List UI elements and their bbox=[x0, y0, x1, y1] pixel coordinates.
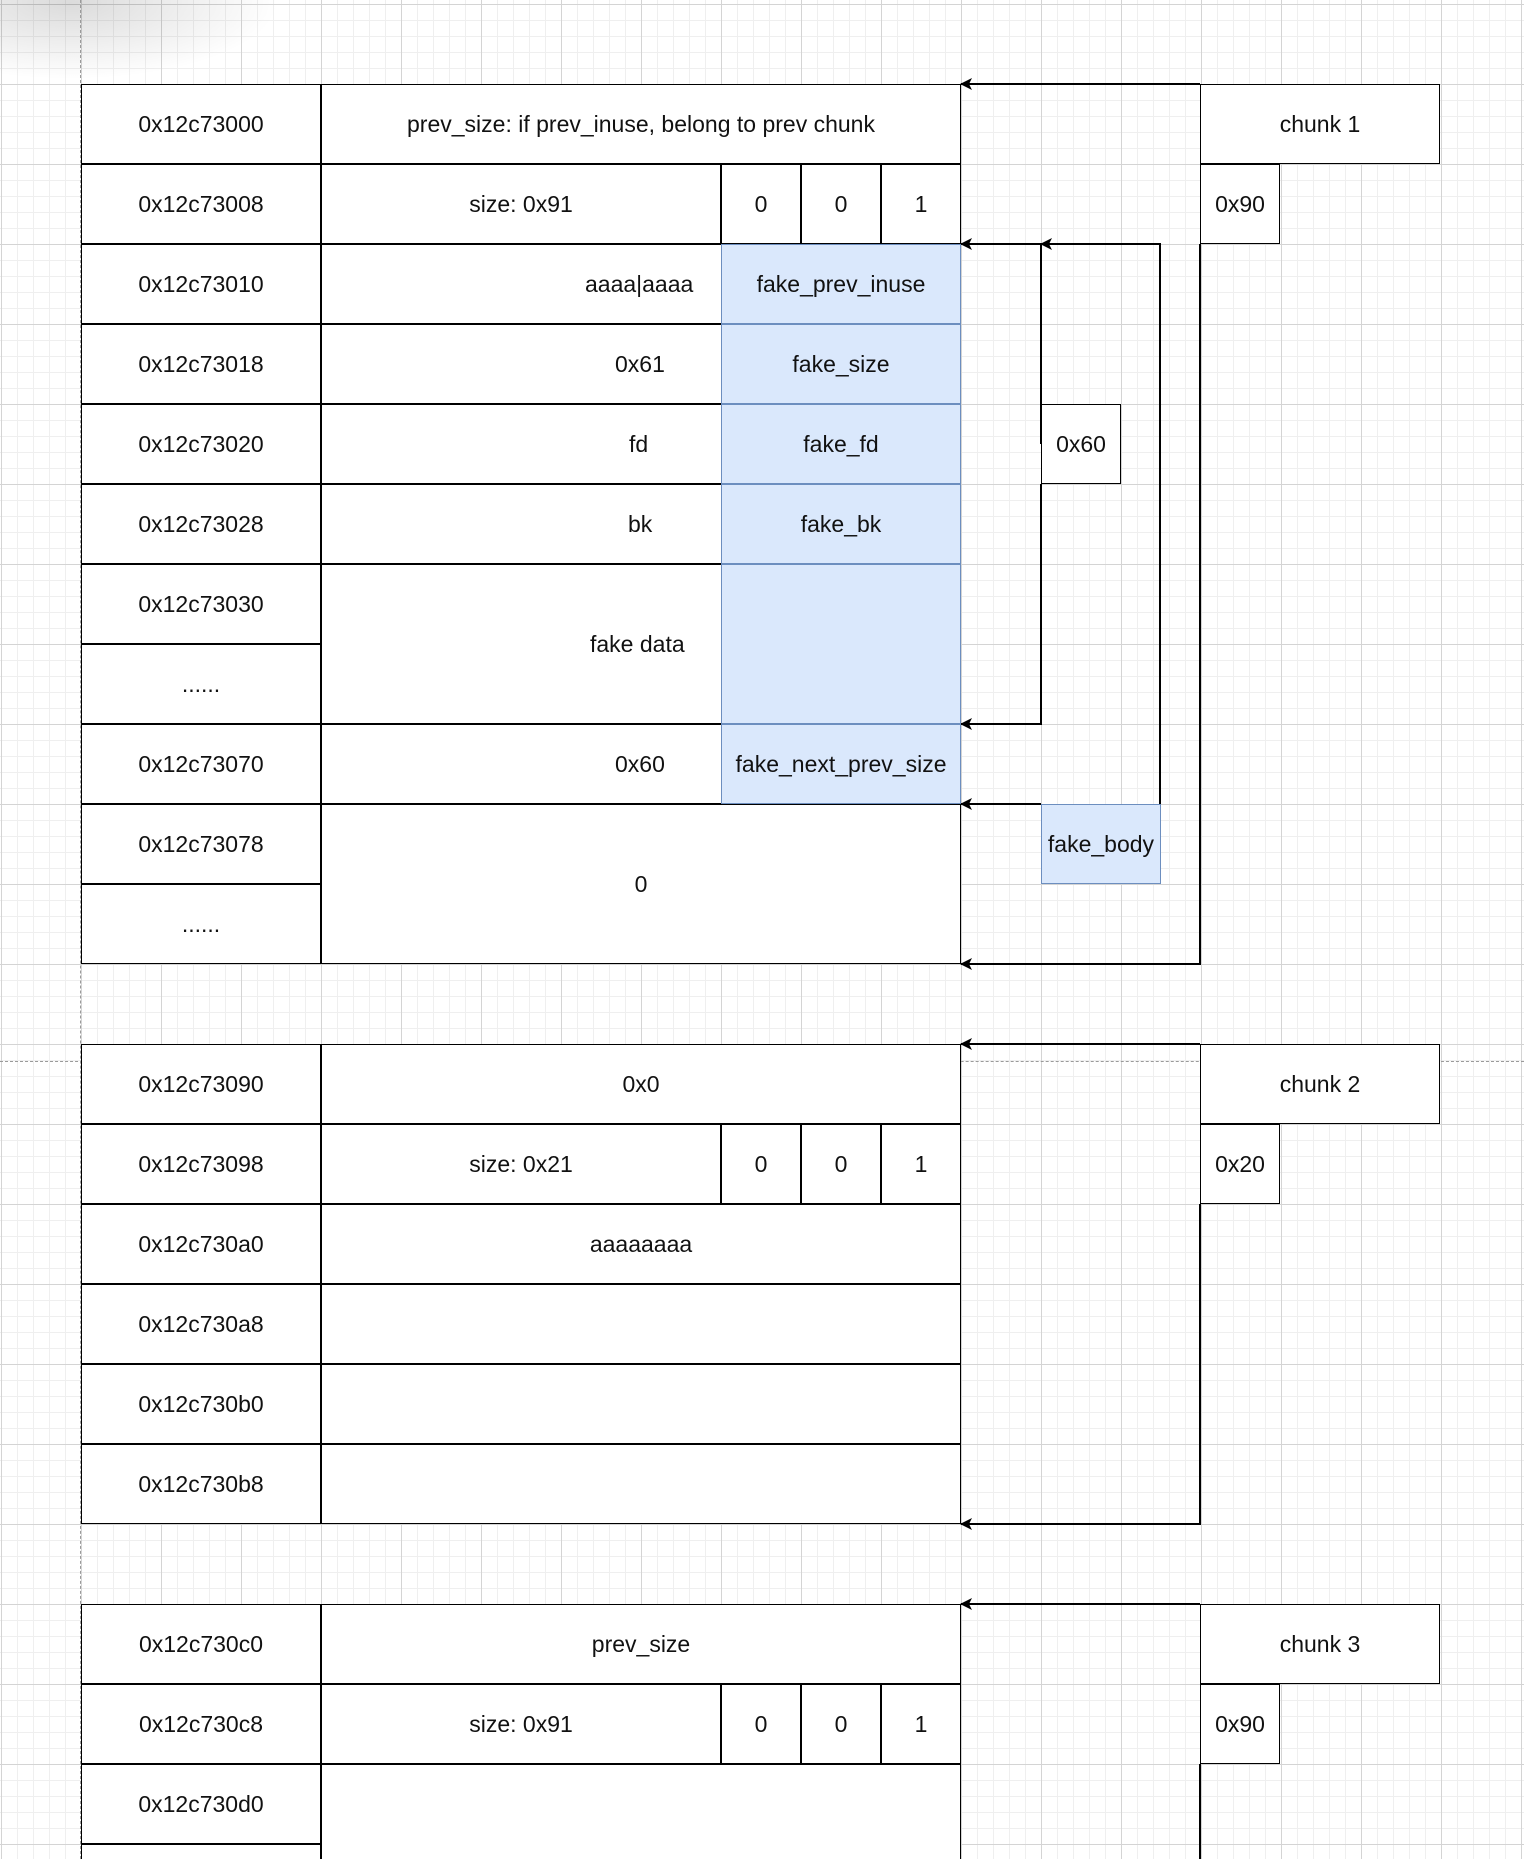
address-ellipsis-cell: ...... bbox=[81, 644, 321, 724]
address-cell: 0x12c730b8 bbox=[81, 1444, 321, 1524]
address-ellipsis-cell: ...... bbox=[81, 884, 321, 964]
data-cell: aaaaaaaa bbox=[321, 1204, 961, 1284]
guide-line-vertical bbox=[80, 0, 81, 1859]
chunk3-size-hint: 0x90 bbox=[1200, 1684, 1280, 1764]
prev-size-cell: prev_size bbox=[321, 1604, 961, 1684]
chunk3-label: chunk 3 bbox=[1200, 1604, 1440, 1684]
data-cell bbox=[321, 1364, 961, 1444]
data-cell-text: aaaa|aaaa bbox=[585, 270, 694, 297]
fake-data-region bbox=[721, 564, 961, 724]
size-cell: size: 0x91 bbox=[321, 164, 721, 244]
flag-cell: 0 bbox=[721, 164, 801, 244]
address-cell: 0x12c730a8 bbox=[81, 1284, 321, 1364]
fake-body-label: fake_body bbox=[1041, 804, 1161, 884]
address-cell: 0x12c73010 bbox=[81, 244, 321, 324]
address-cell: 0x12c73070 bbox=[81, 724, 321, 804]
address-cell: 0x12c73098 bbox=[81, 1124, 321, 1204]
flag-cell: 0 bbox=[801, 1124, 881, 1204]
address-cell: 0x12c73018 bbox=[81, 324, 321, 404]
address-cell: 0x12c73008 bbox=[81, 164, 321, 244]
flag-cell: 0 bbox=[801, 164, 881, 244]
chunk2-end-arrow bbox=[960, 1204, 1201, 1530]
chunk1-end-arrow bbox=[960, 244, 1201, 970]
flag-cell: 1 bbox=[881, 164, 961, 244]
address-cell: 0x12c73030 bbox=[81, 564, 321, 644]
size-cell: size: 0x21 bbox=[321, 1124, 721, 1204]
fake-size-cell: fake_size bbox=[721, 324, 961, 404]
chunk2-label: chunk 2 bbox=[1200, 1044, 1440, 1124]
fake-chunk-end-arrow bbox=[960, 484, 1042, 730]
fake-next-prev-size-cell: fake_next_prev_size bbox=[721, 724, 961, 804]
fake-chunk-size-label: 0x60 bbox=[1041, 404, 1121, 484]
address-cell: 0x12c730d0 bbox=[81, 1764, 321, 1844]
data-cell bbox=[321, 1284, 961, 1364]
fake-bk-cell: fake_bk bbox=[721, 484, 961, 564]
fake-fd-cell: fake_fd bbox=[721, 404, 961, 484]
data-cell-text: 0x60 bbox=[615, 750, 665, 777]
data-cell-text: fd bbox=[629, 430, 649, 457]
flag-cell: 1 bbox=[881, 1684, 961, 1764]
address-cell: 0x12c73090 bbox=[81, 1044, 321, 1124]
prev-size-cell: prev_size: if prev_inuse, belong to prev… bbox=[321, 84, 961, 164]
chunk1-label: chunk 1 bbox=[1200, 84, 1440, 164]
fake-chunk-start-arrow bbox=[960, 238, 1042, 444]
flag-cell: 0 bbox=[801, 1684, 881, 1764]
address-cell: 0x12c730c8 bbox=[81, 1684, 321, 1764]
size-cell: size: 0x91 bbox=[321, 1684, 721, 1764]
data-cell-text: 0x61 bbox=[615, 350, 665, 377]
address-cell: 0x12c73020 bbox=[81, 404, 321, 484]
address-cell: 0x12c730c0 bbox=[81, 1604, 321, 1684]
chunk2-size-hint: 0x20 bbox=[1200, 1124, 1280, 1204]
data-cell bbox=[321, 1764, 961, 1859]
zero-block-cell: 0 bbox=[321, 804, 961, 964]
flag-cell: 1 bbox=[881, 1124, 961, 1204]
address-cell-cut bbox=[81, 1844, 321, 1859]
address-cell: 0x12c73078 bbox=[81, 804, 321, 884]
address-cell: 0x12c730a0 bbox=[81, 1204, 321, 1284]
address-cell: 0x12c73000 bbox=[81, 84, 321, 164]
fake-prev-inuse-cell: fake_prev_inuse bbox=[721, 244, 961, 324]
flag-cell: 0 bbox=[721, 1684, 801, 1764]
data-cell-text: bk bbox=[628, 510, 653, 537]
address-cell: 0x12c73028 bbox=[81, 484, 321, 564]
fake-data-text: fake data bbox=[590, 630, 685, 657]
fake-body-start-arrow bbox=[1040, 238, 1161, 804]
address-cell: 0x12c730b0 bbox=[81, 1364, 321, 1444]
flag-cell: 0 bbox=[721, 1124, 801, 1204]
prev-size-cell: 0x0 bbox=[321, 1044, 961, 1124]
chunk1-size-hint: 0x90 bbox=[1200, 164, 1280, 244]
data-cell bbox=[321, 1444, 961, 1524]
